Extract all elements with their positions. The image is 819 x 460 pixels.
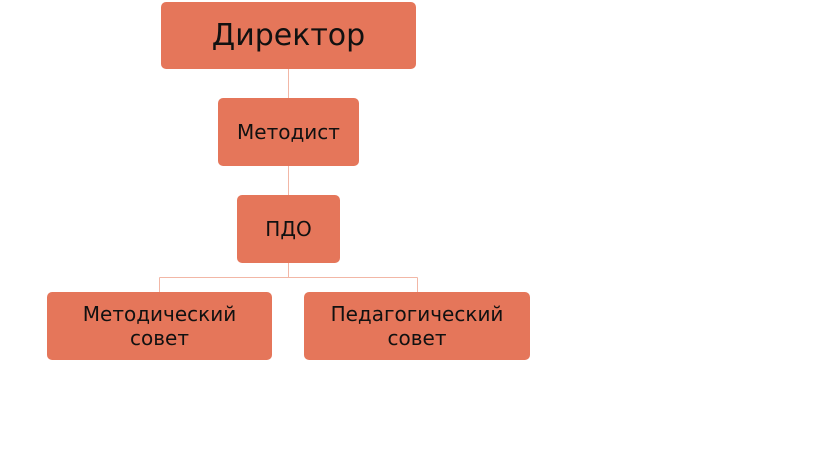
director-box: Директор — [161, 2, 416, 69]
methodological-council-box: Методический совет — [47, 292, 272, 360]
pedagogical-council-box: Педагогический совет — [304, 292, 530, 360]
director-label: Директор — [211, 17, 366, 53]
methodist-box: Методист — [218, 98, 359, 166]
methodological-council-label: Методический совет — [82, 302, 237, 350]
pdo-box: ПДО — [237, 195, 340, 263]
methodist-label: Методист — [237, 120, 340, 144]
pdo-label: ПДО — [265, 217, 312, 241]
pedagogical-council-label: Педагогический совет — [330, 302, 504, 350]
